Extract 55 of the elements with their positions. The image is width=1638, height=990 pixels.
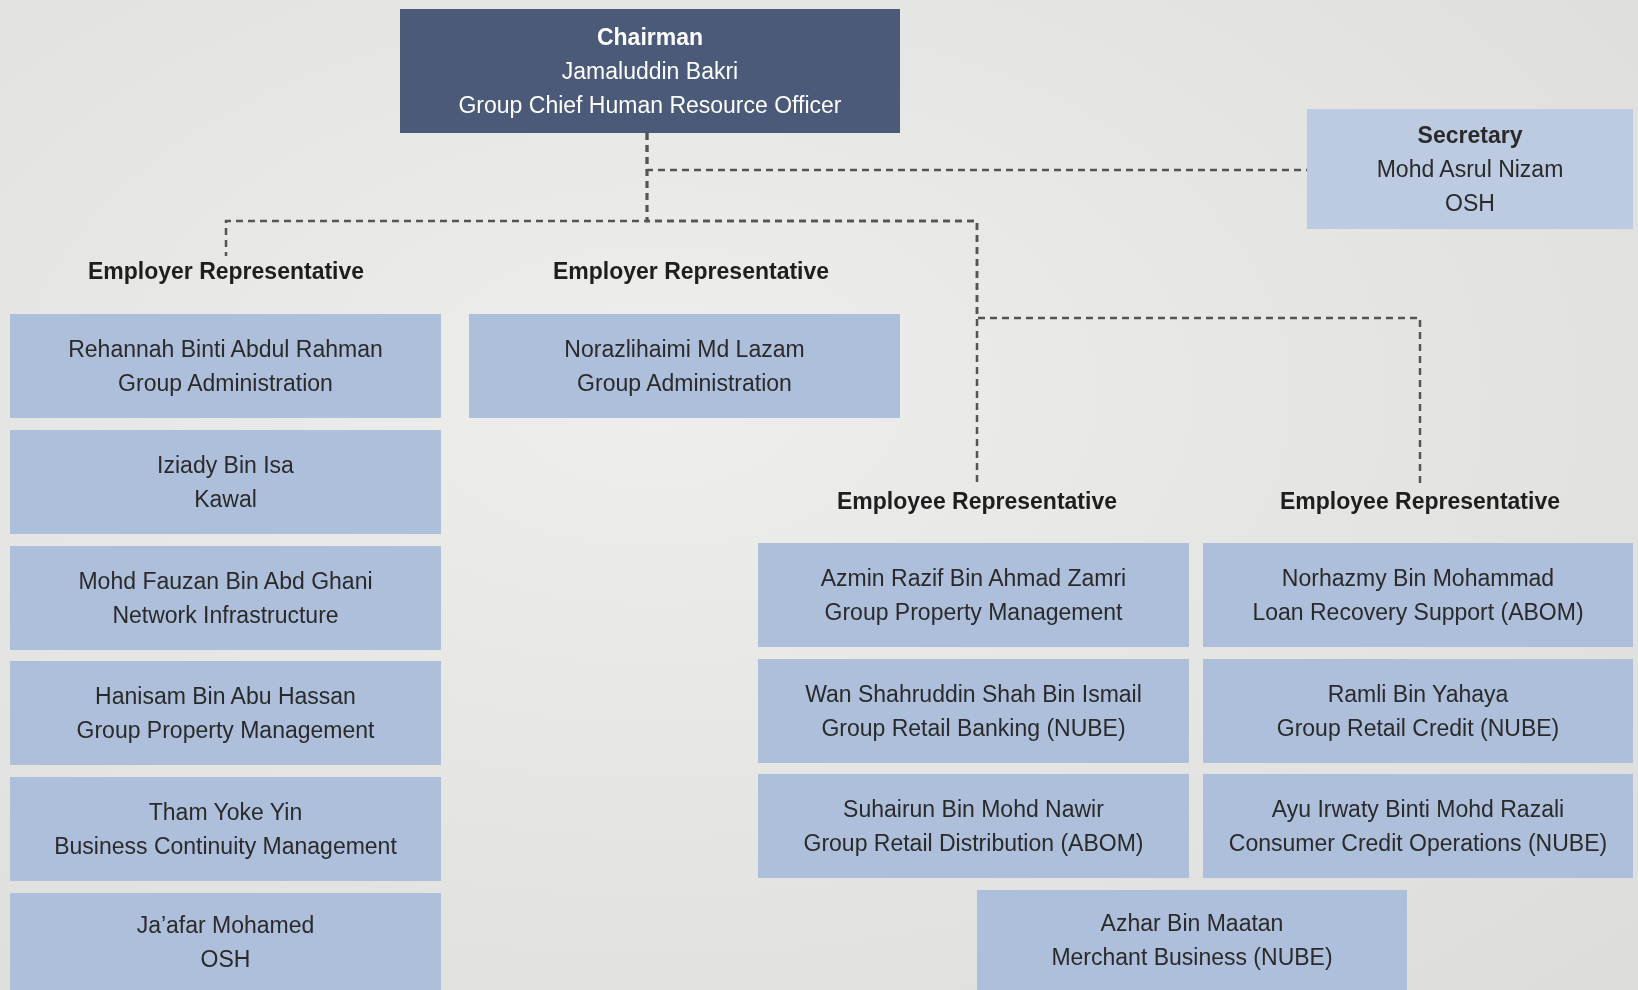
member-name: Ramli Bin Yahaya — [1327, 680, 1509, 709]
heading-text: Employer Representative — [552, 257, 830, 286]
member-name: Jamaluddin Bakri — [561, 57, 739, 86]
member-box — [10, 546, 441, 650]
member-name: Tham Yoke Yin — [148, 798, 303, 827]
member-name: Ja’afar Mohamed — [136, 910, 315, 940]
member-name: Azmin Razif Bin Ahmad Zamri — [820, 564, 1127, 593]
member-name: Wan Shahruddin Shah Bin Ismail — [805, 680, 1142, 709]
department-text: Group Property Management — [76, 716, 375, 745]
member-box — [1203, 543, 1633, 647]
member-box — [10, 893, 441, 990]
department-text: Group Retail Distribution (ABOM) — [803, 829, 1144, 858]
member-box — [1203, 659, 1633, 763]
department-text: Group Chief Human Resource Officer — [458, 91, 842, 120]
department-text: Group Retail Credit (NUBE) — [1276, 714, 1560, 743]
member-box — [469, 314, 900, 418]
department-text: Group Retail Banking (NUBE) — [821, 714, 1126, 743]
chairman-box — [400, 9, 900, 133]
member-name: Azhar Bin Maatan — [1100, 909, 1284, 938]
member-name: Suhairun Bin Mohd Nawir — [843, 795, 1104, 824]
heading-text: Employee Representative — [1280, 487, 1560, 516]
connector-line — [645, 133, 1422, 486]
member-name: Mohd Fauzan Bin Abd Ghani — [78, 567, 373, 596]
member-box — [758, 543, 1189, 647]
department-text: OSH — [200, 944, 251, 974]
department-text: Business Continuity Management — [54, 832, 397, 861]
member-box — [10, 777, 441, 881]
department-text: Merchant Business (NUBE) — [1051, 943, 1333, 972]
role-title: Chairman — [596, 23, 704, 52]
member-name: Iziady Bin Isa — [157, 451, 294, 480]
heading-text: Employee Representative — [837, 487, 1117, 516]
member-box — [1203, 774, 1633, 878]
member-box — [758, 659, 1189, 763]
member-box — [10, 661, 441, 765]
department-text: Group Administration — [577, 369, 792, 398]
member-box — [10, 314, 441, 418]
member-name: Ayu Irwaty Binti Mohd Razali — [1271, 795, 1565, 824]
member-name: Mohd Asrul Nizam — [1376, 155, 1564, 184]
member-name: Rehannah Binti Abdul Rahman — [68, 335, 383, 364]
member-box — [10, 430, 441, 534]
member-box — [758, 774, 1189, 878]
department-text: Kawal — [194, 485, 257, 514]
department-text: Loan Recovery Support (ABOM) — [1252, 598, 1584, 627]
member-name: Norhazmy Bin Mohammad — [1281, 564, 1555, 593]
department-text: OSH — [1445, 189, 1495, 218]
member-name: Norazlihaimi Md Lazam — [564, 335, 805, 364]
secretary-box — [1307, 109, 1633, 229]
member-box — [977, 890, 1407, 990]
department-text: Network Infrastructure — [112, 601, 339, 630]
department-text: Group Property Management — [824, 598, 1123, 627]
member-name: Hanisam Bin Abu Hassan — [95, 682, 356, 711]
role-title: Secretary — [1417, 121, 1523, 150]
department-text: Group Administration — [118, 369, 333, 398]
heading-text: Employer Representative — [87, 257, 365, 286]
department-text: Consumer Credit Operations (NUBE) — [1228, 829, 1608, 858]
